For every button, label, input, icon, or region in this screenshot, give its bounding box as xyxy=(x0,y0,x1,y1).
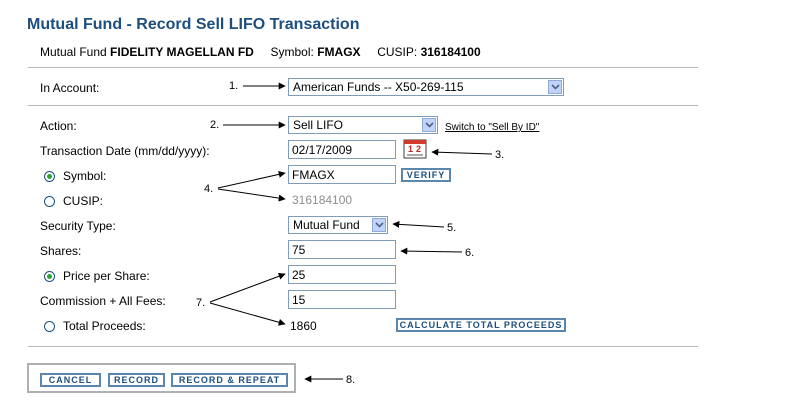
proceeds-value: 1860 xyxy=(290,319,317,333)
annotation-6: 6. xyxy=(465,247,475,259)
action-select-value: Sell LIFO xyxy=(293,118,344,132)
security-type-select[interactable]: Mutual Fund xyxy=(288,216,388,234)
svg-text:1: 1 xyxy=(408,144,413,154)
cusip-label: CUSIP: xyxy=(63,194,104,208)
page-title: Mutual Fund - Record Sell LIFO Transacti… xyxy=(27,16,360,33)
calendar-icon[interactable]: 1 2 xyxy=(403,139,427,159)
record-repeat-button[interactable]: RECORD & REPEAT xyxy=(171,373,288,387)
svg-text:2: 2 xyxy=(416,144,421,154)
fund-cusip-value: 316184100 xyxy=(420,45,481,59)
fund-cusip-label: CUSIP: xyxy=(377,45,418,59)
symbol-radio[interactable] xyxy=(44,171,55,182)
chevron-down-icon[interactable] xyxy=(422,118,436,132)
cusip-radio[interactable] xyxy=(44,196,55,207)
fund-info: Mutual Fund FIDELITY MAGELLAN FD Symbol:… xyxy=(40,45,481,59)
chevron-down-icon[interactable] xyxy=(372,218,386,232)
verify-button[interactable]: VERIFY xyxy=(401,168,451,182)
annotation-3: 3. xyxy=(495,149,505,161)
button-group: CANCEL RECORD RECORD & REPEAT xyxy=(27,363,296,393)
calculate-proceeds-button[interactable]: CALCULATE TOTAL PROCEEDS xyxy=(396,318,566,332)
annotation-4: 4. xyxy=(204,183,214,195)
proceeds-radio[interactable] xyxy=(44,321,55,332)
action-select[interactable]: Sell LIFO xyxy=(288,116,438,134)
annotation-8: 8. xyxy=(346,374,356,386)
fund-symbol-label: Symbol: xyxy=(270,45,314,59)
fund-label: Mutual Fund xyxy=(40,45,107,59)
cusip-input xyxy=(288,190,396,209)
symbol-label: Symbol: xyxy=(63,169,107,183)
divider-account xyxy=(28,105,698,106)
annotation-2: 2. xyxy=(210,119,220,131)
account-select-value: American Funds -- X50-269-115 xyxy=(293,80,464,94)
date-input[interactable] xyxy=(288,140,396,159)
annotation-5: 5. xyxy=(447,222,457,234)
fund-symbol-value: FMAGX xyxy=(317,45,361,59)
annotation-1: 1. xyxy=(229,80,239,92)
annotation-7: 7. xyxy=(196,297,206,309)
divider-top xyxy=(28,67,698,68)
fund-name: FIDELITY MAGELLAN FD xyxy=(110,45,254,59)
symbol-input[interactable] xyxy=(288,165,396,184)
record-button[interactable]: RECORD xyxy=(108,373,165,387)
action-label: Action: xyxy=(40,119,77,133)
security-type-label: Security Type: xyxy=(40,219,116,233)
price-input[interactable] xyxy=(288,265,396,284)
shares-label: Shares: xyxy=(40,244,82,258)
account-select[interactable]: American Funds -- X50-269-115 xyxy=(288,78,564,96)
commission-label: Commission + All Fees: xyxy=(40,294,166,308)
shares-input[interactable] xyxy=(288,240,396,259)
price-label: Price per Share: xyxy=(63,269,150,283)
switch-sell-by-id-link[interactable]: Switch to "Sell By ID" xyxy=(445,122,540,133)
commission-input[interactable] xyxy=(288,290,396,309)
proceeds-label: Total Proceeds: xyxy=(63,319,146,333)
price-radio[interactable] xyxy=(44,271,55,282)
chevron-down-icon[interactable] xyxy=(548,80,562,94)
account-label: In Account: xyxy=(40,81,100,95)
divider-bottom xyxy=(28,346,698,347)
security-type-value: Mutual Fund xyxy=(293,218,360,232)
cancel-button[interactable]: CANCEL xyxy=(40,373,101,387)
date-label: Transaction Date (mm/dd/yyyy): xyxy=(40,144,210,158)
